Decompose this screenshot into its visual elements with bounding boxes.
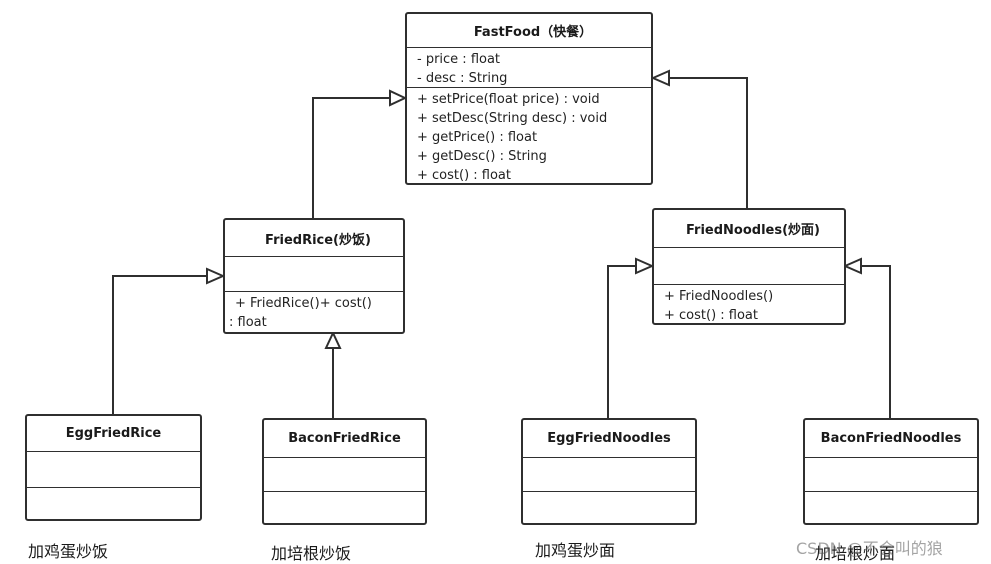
class-title: FriedNoodles(炒面) — [654, 210, 844, 248]
note-baconfriednoodles: 加培根炒面 — [815, 544, 896, 563]
class-title: BaconFriedRice — [264, 420, 425, 458]
arrowhead-triangle-icon — [635, 257, 655, 275]
note-baconfriedrice: 加培根炒饭 — [271, 544, 352, 563]
method: : float — [229, 315, 267, 330]
method: + FriedRice()+ cost() — [235, 296, 372, 311]
methods-section — [264, 492, 425, 494]
attributes-section — [523, 458, 695, 492]
attribute: - desc : String — [417, 71, 508, 86]
class-baconfriednoodles: BaconFriedNoodles — [803, 418, 979, 525]
edge-friedrice-fastfood — [312, 97, 391, 218]
method: + cost() : float — [664, 308, 758, 323]
attributes-section — [264, 458, 425, 492]
edge-friednoodles-fastfood — [670, 77, 748, 208]
method: + getPrice() : float — [417, 130, 538, 145]
arrowhead-triangle-icon — [324, 330, 342, 349]
attributes-section — [225, 257, 403, 292]
watermark: CSDN @不会叫的狼 — [796, 539, 943, 558]
methods-section: + FriedNoodles() + cost() : float — [654, 285, 844, 323]
methods-section: + setPrice(float price) : void + setDesc… — [407, 88, 651, 183]
attribute: - price : float — [417, 52, 501, 67]
note-eggfriedrice: 加鸡蛋炒饭 — [28, 542, 109, 561]
arrowhead-triangle-icon — [389, 89, 408, 107]
methods-section — [523, 492, 695, 494]
method: + getDesc() : String — [417, 149, 547, 164]
arrowhead-triangle-icon — [650, 69, 670, 87]
methods-section — [27, 488, 200, 490]
attributes-section — [27, 452, 200, 488]
class-title: EggFriedRice — [27, 416, 200, 452]
class-title: FriedRice(炒饭) — [225, 220, 403, 257]
class-eggfriednoodles: EggFriedNoodles — [521, 418, 697, 525]
class-friedrice: FriedRice(炒饭) + FriedRice()+ cost() : fl… — [223, 218, 405, 334]
class-title: BaconFriedNoodles — [805, 420, 977, 458]
class-fastfood: FastFood（快餐） - price : float - desc : St… — [405, 12, 653, 185]
attributes-section: - price : float - desc : String — [407, 48, 651, 88]
arrowhead-triangle-icon — [206, 267, 226, 285]
arrowhead-triangle-icon — [842, 257, 862, 275]
method: + setDesc(String desc) : void — [417, 111, 608, 126]
class-baconfriedrice: BaconFriedRice — [262, 418, 427, 525]
methods-section: + FriedRice()+ cost() : float — [225, 292, 403, 332]
class-title: EggFriedNoodles — [523, 420, 695, 458]
method: + setPrice(float price) : void — [417, 92, 600, 107]
note-eggfriednoodles: 加鸡蛋炒面 — [535, 541, 616, 560]
attributes-section — [805, 458, 977, 492]
methods-section — [805, 492, 977, 494]
edge-eggfriednoodles-friednoodles — [607, 265, 635, 418]
method: + cost() : float — [417, 168, 511, 183]
edge-eggfriedrice-friedrice — [112, 275, 206, 414]
attributes-section — [654, 248, 844, 285]
class-title: FastFood（快餐） — [407, 14, 651, 48]
class-eggfriedrice: EggFriedRice — [25, 414, 202, 521]
method: + FriedNoodles() — [664, 289, 774, 304]
edge-baconfriednoodles-friednoodles — [862, 265, 891, 418]
class-friednoodles: FriedNoodles(炒面) + FriedNoodles() + cost… — [652, 208, 846, 325]
